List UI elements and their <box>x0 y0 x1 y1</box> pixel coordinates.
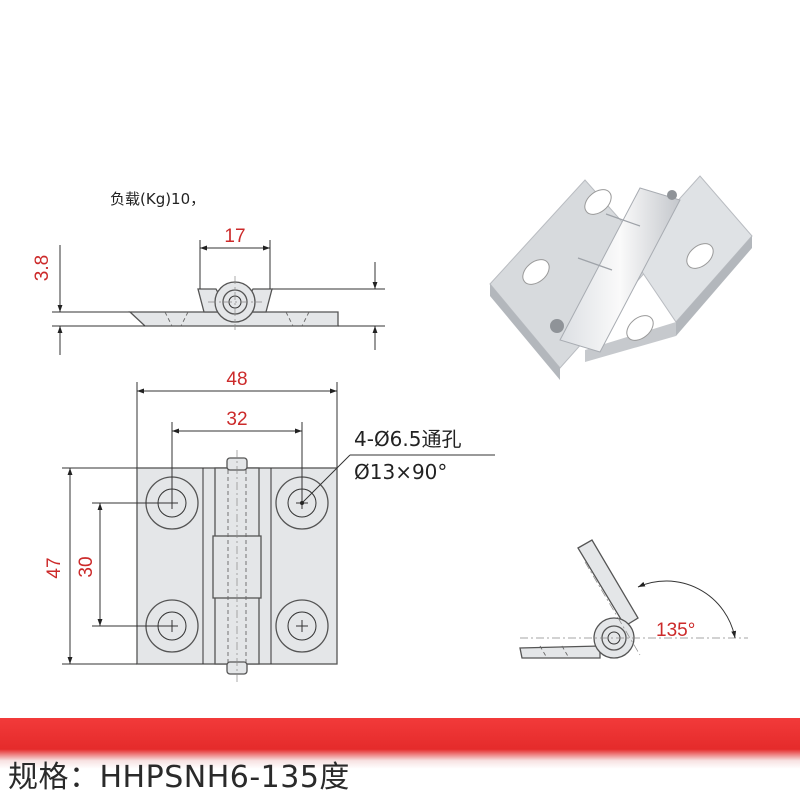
angle-135-label: 135° <box>656 620 695 641</box>
dim-total-width-48: 48 <box>226 369 247 390</box>
front-view: 48 32 47 30 <box>44 369 495 682</box>
spec-label: 规格：HHPSNH6-135度 <box>8 760 350 795</box>
side-view: 17 3.8 <box>32 226 385 355</box>
load-capacity-text: 负载(Kg)10， <box>110 190 205 208</box>
mounting-hole <box>275 599 329 653</box>
hole-callout-line2: Ø13×90° <box>354 460 447 484</box>
technical-drawing: 负载(Kg)10， 17 3.8 <box>32 175 753 682</box>
hole-callout-line1: 4-Ø6.5通孔 <box>354 427 462 451</box>
dim-hole-spacing-30: 30 <box>76 556 97 577</box>
dim-width-17: 17 <box>224 226 245 247</box>
angle-view <box>519 539 748 659</box>
spec-banner <box>0 718 800 800</box>
dim-thickness-3-8: 3.8 <box>32 255 53 281</box>
dim-total-height-47: 47 <box>44 557 65 578</box>
hinge-product-image <box>489 175 753 380</box>
dim-hole-spacing-32: 32 <box>226 409 247 430</box>
